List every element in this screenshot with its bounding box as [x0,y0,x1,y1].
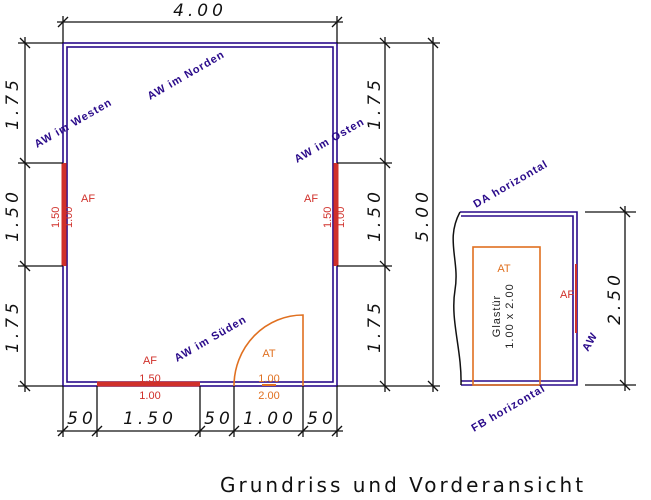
svg-text:1.00: 1.00 [335,207,347,228]
svg-text:1.50: 1.50 [365,188,385,242]
svg-text:1.50: 1.50 [3,188,23,242]
dim-total: 5.00 [413,37,439,392]
svg-text:AT: AT [262,348,276,360]
svg-text:50: 50 [307,409,337,429]
svg-text:AT: AT [497,263,511,275]
window-east-labels: AF 1.50 1.00 [304,193,347,228]
dim-bottom: 50 1.50 50 1.00 50 [57,386,343,437]
svg-text:1.50: 1.50 [123,409,177,429]
dim-top: 4.00 [57,1,343,43]
svg-text:DA horizontal: DA horizontal [472,158,551,210]
svg-text:1.75: 1.75 [365,299,385,353]
svg-text:AF: AF [143,355,157,367]
window-west-labels: AF 1.50 1.00 [50,193,95,228]
svg-text:1.75: 1.75 [3,299,23,353]
svg-text:Glastür: Glastür [491,295,503,337]
svg-text:2.00: 2.00 [258,390,279,402]
floor-plan-walls [62,42,338,387]
svg-text:AW: AW [580,330,600,353]
svg-text:50: 50 [204,409,234,429]
svg-text:1.00 x 2.00: 1.00 x 2.00 [504,283,516,348]
svg-text:1.50: 1.50 [139,373,160,385]
drawing-title: Grundriss und Vorderansicht [220,473,586,497]
svg-text:50: 50 [67,409,97,429]
window-south-labels: AF 1.50 1.00 [139,355,160,402]
svg-text:1.00: 1.00 [139,390,160,402]
dim-right: 1.75 1.50 1.75 [337,37,440,392]
label-east-wall: AW im Osten [293,116,367,166]
svg-text:1.75: 1.75 [3,76,23,130]
svg-text:4.00: 4.00 [173,1,227,21]
label-south-wall: AW im Süden [173,314,249,365]
svg-text:1.50: 1.50 [50,207,62,228]
svg-text:1.00: 1.00 [258,373,279,385]
label-north-wall: AW im Norden [146,49,227,103]
svg-text:1.00: 1.00 [243,409,297,429]
svg-text:1.50: 1.50 [322,207,334,228]
dim-left: 1.75 1.50 1.75 [3,37,63,392]
svg-text:AF: AF [304,193,318,205]
svg-text:1.75: 1.75 [365,76,385,130]
elevation: 2.50 DA horizontal FB horizontal AW AF A… [452,158,636,435]
svg-text:AF: AF [560,289,574,301]
svg-text:5.00: 5.00 [413,188,433,242]
svg-text:1.00: 1.00 [63,207,75,228]
svg-text:FB horizontal: FB horizontal [470,383,548,435]
door-labels: AT 1.00 2.00 [258,348,279,402]
door-swing [233,314,304,387]
svg-text:AF: AF [81,193,95,205]
elevation-door [472,246,541,386]
svg-text:2.50: 2.50 [605,271,625,325]
label-west-wall: AW im Westen [33,96,115,150]
